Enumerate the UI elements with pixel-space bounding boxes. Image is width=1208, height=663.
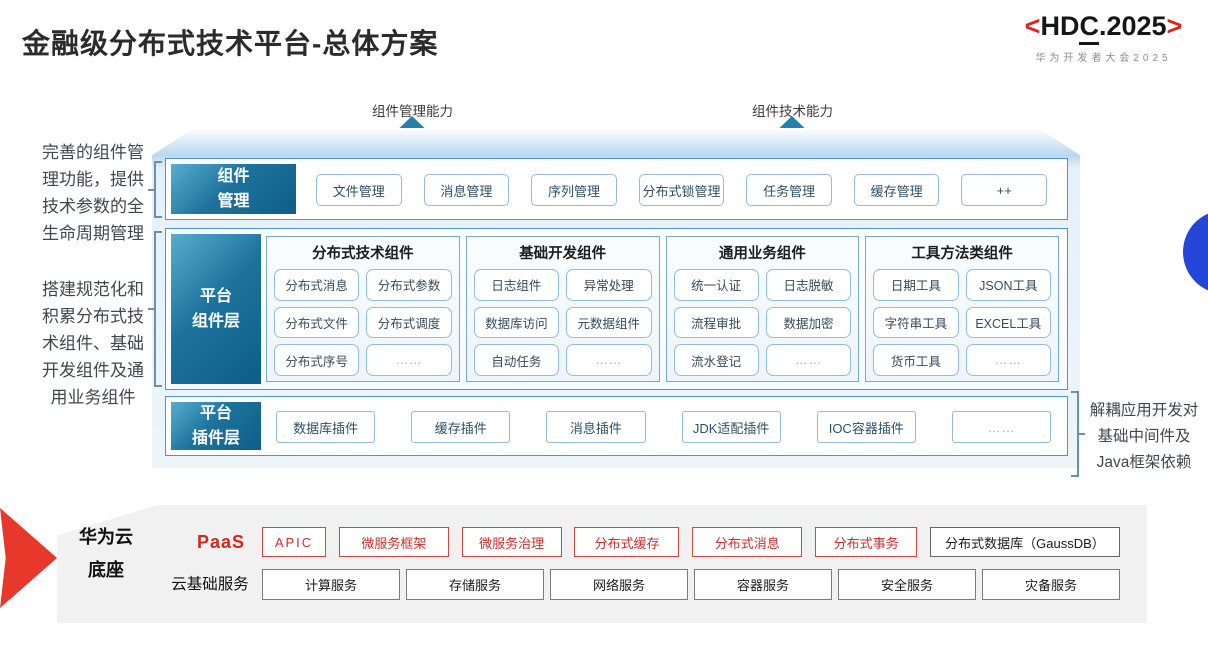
node-currency-tool: 货币工具 bbox=[873, 344, 959, 376]
node-unified-auth: 统一认证 bbox=[673, 269, 759, 301]
node-network-service: 网络服务 bbox=[550, 569, 688, 600]
node-security-service: 安全服务 bbox=[838, 569, 976, 600]
plugin-items: 数据库插件 缓存插件 消息插件 JDK适配插件 IOC容器插件 …… bbox=[276, 411, 1052, 443]
node-distributed-db-gaussdb: 分布式数据库（GaussDB） bbox=[929, 527, 1120, 557]
node-data-encryption: 数据加密 bbox=[765, 306, 852, 339]
node-distributed-schedule: 分布式调度 bbox=[366, 306, 452, 339]
node-microservice-framework: 微服务框架 bbox=[338, 527, 449, 557]
arrow-label-tech-capability: 组件技术能力 bbox=[752, 104, 833, 119]
node-distributed-message: 分布式消息 bbox=[274, 269, 360, 301]
hdc-name-pre: HD bbox=[1040, 11, 1080, 41]
node-message-plugin: 消息插件 bbox=[546, 411, 646, 443]
page-title: 金融级分布式技术平台-总体方案 bbox=[22, 28, 439, 59]
brace-component-mgmt bbox=[148, 161, 162, 218]
node-distributed-lock-mgmt: 分布式锁管理 bbox=[638, 174, 725, 206]
cloud-basic-services-row: 计算服务 存储服务 网络服务 容器服务 安全服务 灾备服务 bbox=[262, 569, 1120, 600]
node-process-approval: 流程审批 bbox=[673, 306, 759, 339]
cloud-basic-services-label: 云基础服务 bbox=[171, 576, 249, 593]
brace-platform-plugins bbox=[1071, 391, 1085, 477]
paas-services-row: APIC 微服务框架 微服务治理 分布式缓存 分布式消息 分布式事务 分布式数据… bbox=[262, 527, 1120, 557]
node-metadata-component: 元数据组件 bbox=[566, 306, 652, 339]
node-distributed-cache: 分布式缓存 bbox=[574, 527, 680, 557]
blue-circle-decoration bbox=[1183, 210, 1208, 294]
node-compute-service: 计算服务 bbox=[262, 569, 400, 600]
node-ioc-container-plugin: IOC容器插件 bbox=[816, 411, 916, 443]
node-string-tool: 字符串工具 bbox=[873, 306, 959, 339]
node-cache-mgmt: 缓存管理 bbox=[853, 174, 940, 206]
layer-platform-components: 平台 组件层 分布式技术组件 分布式消息 分布式参数 分布式文件 分布式调度 分… bbox=[165, 228, 1068, 390]
node-task-mgmt: 任务管理 bbox=[746, 174, 832, 206]
hdc-logo-subtitle: 华为开发者大会2025 bbox=[1035, 52, 1172, 64]
node-jdk-adapter-plugin: JDK适配插件 bbox=[681, 411, 781, 443]
foundation-label: 华为云 底座 bbox=[79, 527, 133, 580]
paas-label: PaaS bbox=[196, 532, 246, 552]
node-container-service: 容器服务 bbox=[694, 569, 832, 600]
node-distributed-seq: 分布式序号 bbox=[274, 344, 360, 376]
layer-component-mgmt: 组件 管理 文件管理 消息管理 序列管理 分布式锁管理 任务管理 缓存管理 ++ bbox=[165, 158, 1068, 220]
node-distributed-message-paas: 分布式消息 bbox=[692, 527, 803, 557]
brace-platform-components bbox=[148, 231, 162, 387]
node-ellipsis: …… bbox=[765, 344, 852, 376]
node-auto-task: 自动任务 bbox=[473, 344, 560, 376]
node-disaster-recovery-service: 灾备服务 bbox=[982, 569, 1120, 600]
group-basic-dev: 基础开发组件 日志组件 异常处理 数据库访问 元数据组件 自动任务 …… bbox=[465, 236, 660, 382]
arrow-label-mgmt-capability: 组件管理能力 bbox=[372, 104, 453, 119]
group-common-business: 通用业务组件 统一认证 日志脱敏 流程审批 数据加密 流水登记 …… bbox=[665, 236, 860, 382]
layer-platform-plugins: 平台 插件层 数据库插件 缓存插件 消息插件 JDK适配插件 IOC容器插件 …… bbox=[165, 396, 1068, 456]
node-db-access: 数据库访问 bbox=[473, 306, 560, 339]
node-distributed-param: 分布式参数 bbox=[366, 269, 452, 301]
hdc-left-bracket-icon: < bbox=[1024, 11, 1041, 41]
node-excel-tool: EXCEL工具 bbox=[965, 306, 1051, 339]
node-file-mgmt: 文件管理 bbox=[316, 174, 402, 206]
node-distributed-file: 分布式文件 bbox=[274, 306, 360, 339]
group-distributed-tech: 分布式技术组件 分布式消息 分布式参数 分布式文件 分布式调度 分布式序号 …… bbox=[266, 236, 460, 382]
layer-label-platform-components: 平台 组件层 bbox=[171, 234, 261, 384]
node-plus-plus: ++ bbox=[961, 174, 1048, 206]
red-arrow-icon bbox=[0, 508, 57, 608]
node-exception-handling: 异常处理 bbox=[566, 269, 652, 301]
node-ellipsis: …… bbox=[366, 344, 452, 376]
node-distributed-transaction: 分布式事务 bbox=[815, 527, 918, 557]
component-mgmt-items: 文件管理 消息管理 序列管理 分布式锁管理 任务管理 缓存管理 ++ bbox=[316, 174, 1048, 206]
node-message-mgmt: 消息管理 bbox=[423, 174, 510, 206]
hdc-name-c-underlined: C bbox=[1079, 11, 1099, 45]
node-log-component: 日志组件 bbox=[473, 269, 560, 301]
node-apic: APIC bbox=[262, 527, 326, 557]
note-platform-components: 搭建规范化和积累分布式技术组件、基础开发组件及通用业务组件 bbox=[42, 280, 144, 407]
layer-label-platform-plugins: 平台 插件层 bbox=[171, 402, 261, 450]
note-component-mgmt: 完善的组件管理功能，提供技术参数的全生命周期管理 bbox=[42, 143, 144, 243]
node-ellipsis: …… bbox=[965, 344, 1051, 376]
note-platform-plugins: 解耦应用开发对基础中间件及Java框架依赖 bbox=[1089, 402, 1199, 471]
node-ellipsis: …… bbox=[951, 411, 1052, 443]
group-utility-tools: 工具方法类组件 日期工具 JSON工具 字符串工具 EXCEL工具 货币工具 …… bbox=[865, 236, 1059, 382]
node-microservice-governance: 微服务治理 bbox=[461, 527, 562, 557]
node-sequence-mgmt: 序列管理 bbox=[531, 174, 617, 206]
node-json-tool: JSON工具 bbox=[965, 269, 1051, 301]
hdc-name-post: .2025 bbox=[1098, 11, 1167, 41]
hdc-right-bracket-icon: > bbox=[1166, 11, 1183, 41]
layer-label-component-mgmt: 组件 管理 bbox=[171, 164, 296, 214]
node-storage-service: 存储服务 bbox=[406, 569, 544, 600]
node-log-masking: 日志脱敏 bbox=[765, 269, 852, 301]
component-groups: 分布式技术组件 分布式消息 分布式参数 分布式文件 分布式调度 分布式序号 ……… bbox=[266, 236, 1059, 382]
node-ellipsis: …… bbox=[566, 344, 652, 376]
node-db-plugin: 数据库插件 bbox=[276, 411, 376, 443]
huawei-cloud-foundation-panel bbox=[57, 505, 1147, 623]
node-journal-register: 流水登记 bbox=[673, 344, 759, 376]
node-date-tool: 日期工具 bbox=[873, 269, 959, 301]
node-cache-plugin: 缓存插件 bbox=[411, 411, 511, 443]
